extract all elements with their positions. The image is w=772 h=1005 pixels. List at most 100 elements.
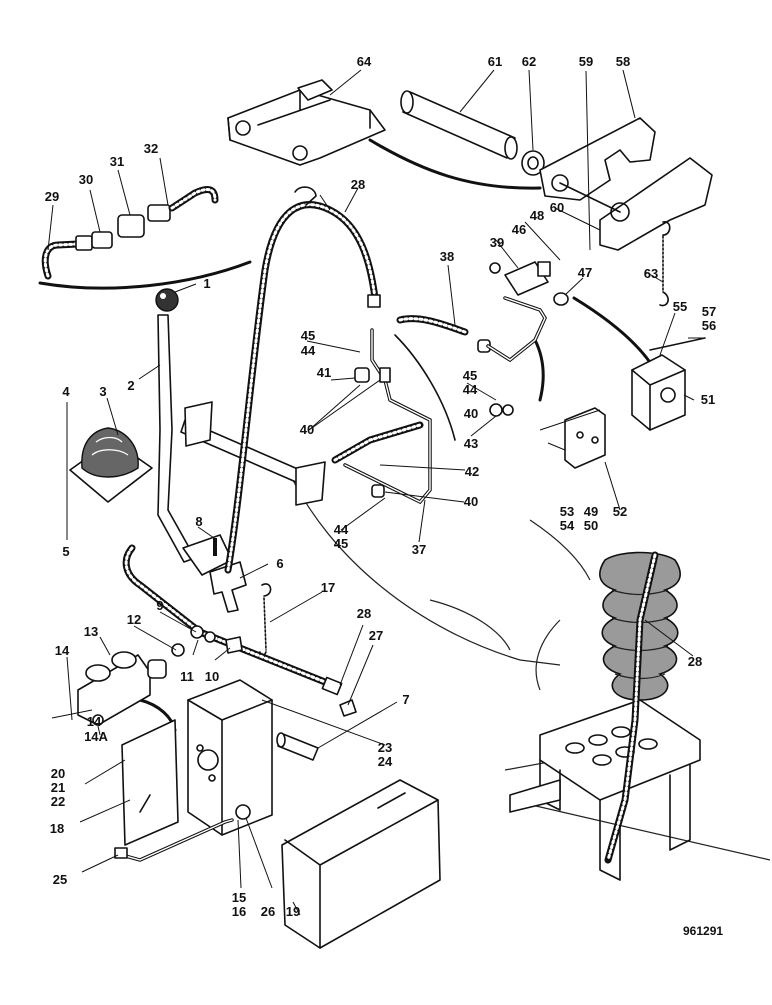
- callout-64: 64: [356, 54, 372, 69]
- brake-pipe-25: [114, 818, 234, 862]
- bracket-52: [564, 407, 606, 469]
- pivot-bracket-64: [227, 79, 386, 166]
- callout-40-mid: 40: [463, 494, 479, 509]
- pivot-block-6: [209, 561, 247, 613]
- callout-56: 56: [701, 318, 717, 333]
- callout-18: 18: [49, 821, 65, 836]
- cab-outline: [287, 469, 771, 861]
- callout-22: 22: [50, 794, 66, 809]
- leader-lines: [47, 69, 705, 916]
- callout-45-bottom: 45: [333, 536, 349, 551]
- pressure-switch-46: [489, 261, 551, 296]
- elbow-fitting-27: [339, 699, 357, 717]
- callout-25: 25: [52, 872, 68, 887]
- cover-plate-19: [281, 779, 441, 949]
- callout-51: 51: [700, 392, 716, 407]
- callout-38: 38: [439, 249, 455, 264]
- callout-45-right: 45: [462, 368, 478, 383]
- pin-7: [276, 732, 319, 761]
- callout-52: 52: [612, 504, 628, 519]
- callout-60: 60: [549, 200, 565, 215]
- callout-42: 42: [464, 464, 480, 479]
- hose-assembly-29-32: [41, 186, 219, 280]
- callout-31: 31: [109, 154, 125, 169]
- callout-27: 27: [368, 628, 384, 643]
- control-lever-2: [157, 314, 233, 576]
- callout-30: 30: [78, 172, 94, 187]
- callout-16: 16: [231, 904, 247, 919]
- callout-41: 41: [316, 365, 332, 380]
- callout-14A: 14A: [84, 729, 108, 744]
- callout-19: 19: [285, 904, 301, 919]
- callout-28-right: 28: [687, 654, 703, 669]
- callout-55: 55: [672, 299, 688, 314]
- callout-11: 11: [180, 669, 194, 684]
- spring-63: [659, 221, 671, 307]
- callout-54: 54: [559, 518, 575, 533]
- callout-28-mid: 28: [356, 606, 372, 621]
- callout-40-right: 40: [463, 406, 479, 421]
- callout-17: 17: [320, 580, 336, 595]
- callout-2: 2: [127, 378, 135, 393]
- callout-13: 13: [83, 624, 99, 639]
- callout-21: 21: [50, 780, 66, 795]
- callout-37: 37: [411, 542, 427, 557]
- callout-3: 3: [99, 384, 107, 399]
- callout-12: 12: [126, 612, 142, 627]
- callout-39: 39: [489, 235, 505, 250]
- return-spring-17: [258, 583, 272, 659]
- callout-53: 53: [559, 504, 575, 519]
- pedestal-assembly: [509, 699, 701, 881]
- bracket-51: [631, 337, 706, 431]
- callout-44-right: 44: [462, 382, 478, 397]
- lever-knob-1: [155, 288, 179, 312]
- callout-14-bottom: 14: [86, 714, 102, 729]
- callout-49: 49: [583, 504, 599, 519]
- callout-8: 8: [195, 514, 203, 529]
- callout-40-left: 40: [299, 422, 315, 437]
- callout-10: 10: [204, 669, 220, 684]
- callout-20: 20: [50, 766, 66, 781]
- callout-44-bottom: 44: [333, 522, 349, 537]
- callout-6: 6: [276, 556, 284, 571]
- callout-32: 32: [143, 141, 159, 156]
- callout-29: 29: [44, 189, 60, 204]
- callout-4: 4: [62, 384, 70, 399]
- callout-50: 50: [583, 518, 599, 533]
- lower-hose-assembly: [122, 544, 343, 696]
- callout-1: 1: [203, 276, 211, 291]
- mounting-box-23: [187, 679, 273, 836]
- callout-23: 23: [377, 740, 393, 755]
- callout-24: 24: [377, 754, 393, 769]
- cross-shaft: [180, 401, 326, 506]
- master-cylinder-13: [77, 651, 167, 726]
- callout-7: 7: [402, 692, 410, 707]
- callout-57: 57: [701, 304, 717, 319]
- drawing-reference-number: 961291: [683, 924, 724, 938]
- callout-58: 58: [615, 54, 631, 69]
- callout-28-top: 28: [350, 177, 366, 192]
- rubber-gaiter-3: [69, 427, 153, 503]
- callout-44-top: 44: [300, 343, 316, 358]
- callout-9: 9: [156, 598, 164, 613]
- callout-63: 63: [643, 266, 659, 281]
- callout-61: 61: [487, 54, 503, 69]
- washer-62: [521, 150, 545, 176]
- callout-26: 26: [260, 904, 276, 919]
- callout-59: 59: [578, 54, 594, 69]
- mounting-bracket-58: [539, 117, 713, 251]
- callout-45-top: 45: [300, 328, 316, 343]
- callout-48: 48: [529, 208, 545, 223]
- callout-43: 43: [463, 436, 479, 451]
- bracket-cover-18: [121, 719, 179, 846]
- callout-47: 47: [577, 265, 593, 280]
- callout-62: 62: [521, 54, 537, 69]
- callout-5: 5: [62, 544, 70, 559]
- pivot-pin-61: [400, 90, 518, 160]
- nut-26: [235, 804, 251, 820]
- long-hose-28: [224, 186, 381, 574]
- callout-15: 15: [231, 890, 247, 905]
- pipe-assembly-37-45: [331, 296, 547, 505]
